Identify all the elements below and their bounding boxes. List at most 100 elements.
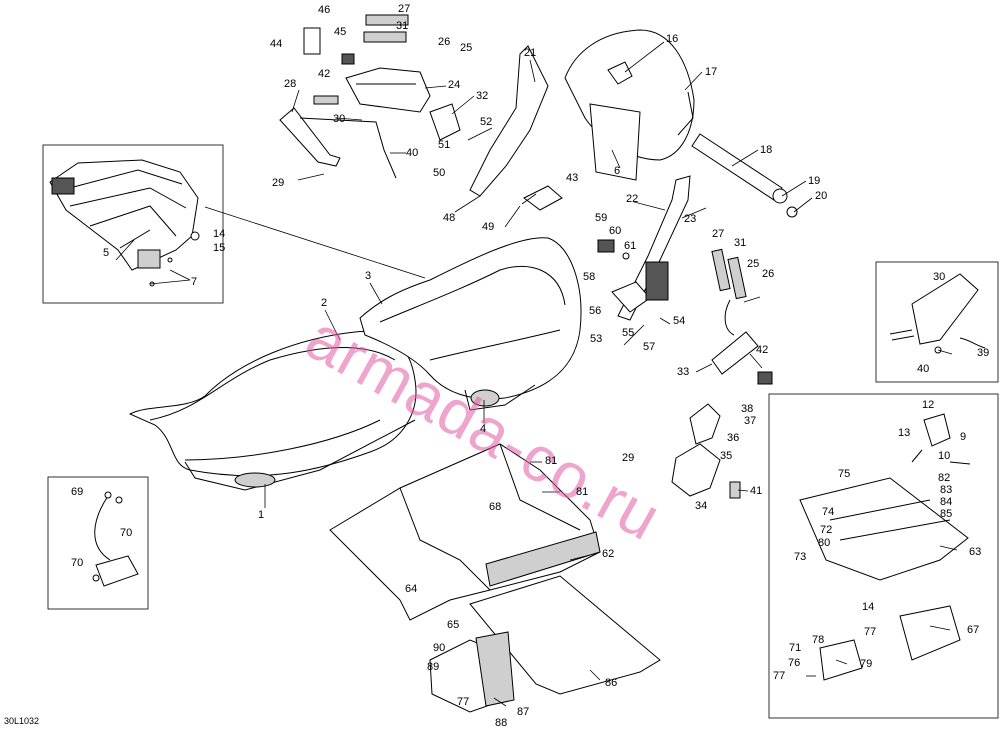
callout-80: 80 <box>818 537 831 549</box>
callout-79: 79 <box>860 658 873 670</box>
callout-81-b: 81 <box>576 486 589 498</box>
callout-43: 43 <box>566 172 579 184</box>
callout-40-b: 40 <box>917 363 930 375</box>
leader-lines <box>115 41 958 707</box>
callout-50: 50 <box>433 167 446 179</box>
callout-76: 76 <box>788 657 801 669</box>
callout-42-b: 42 <box>756 344 769 356</box>
callout-19: 19 <box>808 175 821 187</box>
callout-84: 84 <box>940 496 953 508</box>
mat-part-86 <box>469 575 661 695</box>
callout-31-b: 31 <box>734 237 747 249</box>
callout-35: 35 <box>720 450 733 462</box>
callout-25-a: 25 <box>460 42 473 54</box>
callout-37: 37 <box>744 415 757 427</box>
callout-62: 62 <box>602 548 615 560</box>
callout-85: 85 <box>940 508 953 520</box>
callout-70-a: 70 <box>120 527 133 539</box>
plate-part-43 <box>523 185 563 211</box>
callout-61: 61 <box>624 240 637 252</box>
callout-52: 52 <box>480 116 493 128</box>
callout-20: 20 <box>815 190 828 202</box>
callout-59: 59 <box>595 212 608 224</box>
callout-78: 78 <box>812 634 825 646</box>
callout-28: 28 <box>284 78 297 90</box>
cover-part-34 <box>671 403 741 499</box>
callout-63: 63 <box>969 546 982 558</box>
callout-38: 38 <box>741 403 754 415</box>
callout-27-a: 27 <box>398 3 411 15</box>
backrest-part-17 <box>564 29 695 181</box>
callout-36: 36 <box>727 432 740 444</box>
callout-70-b: 70 <box>71 557 84 569</box>
callout-1: 1 <box>258 509 265 521</box>
leader-inset-5 <box>204 206 426 279</box>
callout-73: 73 <box>794 551 807 563</box>
callout-22: 22 <box>626 193 639 205</box>
callout-21: 21 <box>524 47 537 59</box>
tray-part-24 <box>303 14 431 113</box>
callout-86: 86 <box>605 677 618 689</box>
callout-26-b: 26 <box>762 268 775 280</box>
callout-90: 90 <box>433 642 446 654</box>
bracket-part-21 <box>469 45 549 197</box>
callout-60: 60 <box>609 225 622 237</box>
callout-42-a: 42 <box>318 68 331 80</box>
callout-83: 83 <box>940 484 953 496</box>
callout-2: 2 <box>321 297 328 309</box>
callout-64: 64 <box>405 583 418 595</box>
callout-44: 44 <box>270 38 283 50</box>
callout-87: 87 <box>517 706 530 718</box>
inset-harness-69 <box>47 476 149 610</box>
bar-part-18 <box>691 133 798 218</box>
callout-88: 88 <box>495 717 508 729</box>
inset-handle-30 <box>875 261 999 383</box>
harness-part-69 <box>92 491 139 587</box>
callout-29-a: 29 <box>272 177 285 189</box>
callout-75: 75 <box>838 468 851 480</box>
callout-41: 41 <box>750 485 763 497</box>
callout-10: 10 <box>938 450 951 462</box>
callout-6: 6 <box>614 165 621 177</box>
callout-7: 7 <box>191 276 198 288</box>
callout-14-b: 14 <box>862 601 875 613</box>
seat-part-2 <box>128 330 417 491</box>
callout-9: 9 <box>960 431 967 443</box>
callout-69: 69 <box>71 486 84 498</box>
module-part-53 <box>597 239 669 313</box>
callout-71: 71 <box>789 642 802 654</box>
reference-code: 30L1032 <box>4 716 40 726</box>
frame-part-5 <box>49 159 200 287</box>
callout-57: 57 <box>643 341 656 353</box>
callout-23: 23 <box>684 213 697 225</box>
tub-part-62 <box>329 443 601 621</box>
callout-46: 46 <box>318 4 331 16</box>
callout-17: 17 <box>705 66 718 78</box>
callout-5: 5 <box>103 247 110 259</box>
callout-29-b: 29 <box>622 452 635 464</box>
rack-part-63 <box>799 413 971 681</box>
callout-82: 82 <box>938 472 951 484</box>
callout-65: 65 <box>447 619 460 631</box>
callout-81-a: 81 <box>545 455 558 467</box>
callout-72: 72 <box>820 524 833 536</box>
callout-26-a: 26 <box>438 36 451 48</box>
callout-45: 45 <box>334 26 347 38</box>
callout-89: 89 <box>427 661 440 673</box>
callout-53: 53 <box>590 333 603 345</box>
callout-54: 54 <box>673 315 686 327</box>
callout-16: 16 <box>666 33 679 45</box>
callout-55: 55 <box>622 327 635 339</box>
callout-77-a: 77 <box>457 696 470 708</box>
callout-68: 68 <box>489 501 502 513</box>
callout-74: 74 <box>822 506 835 518</box>
callout-51: 51 <box>438 139 451 151</box>
callout-77-b: 77 <box>864 626 877 638</box>
callout-30-a: 30 <box>333 113 346 125</box>
callout-34: 34 <box>695 500 708 512</box>
callout-77-c: 77 <box>773 670 786 682</box>
callout-18: 18 <box>760 144 773 156</box>
callout-49: 49 <box>482 221 495 233</box>
callout-58: 58 <box>583 271 596 283</box>
